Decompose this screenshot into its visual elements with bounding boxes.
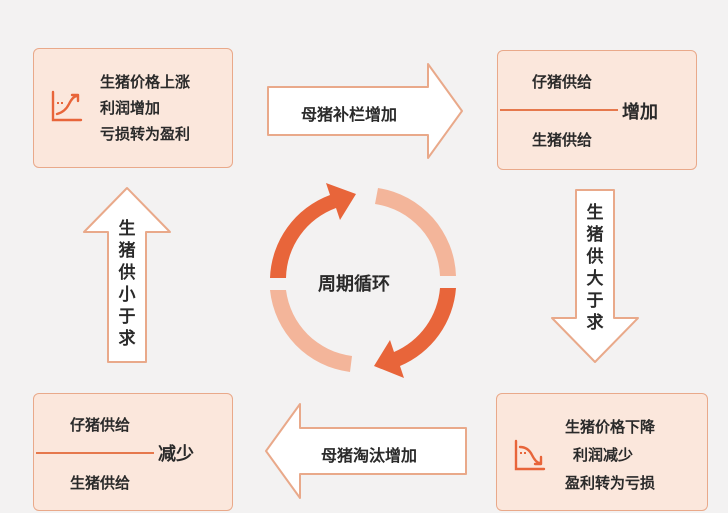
- price-rise-line-1: 生猪价格上涨: [100, 73, 191, 91]
- arrow-left-char: 供: [118, 263, 136, 283]
- price-fall-line-2: 利润减少: [573, 446, 634, 464]
- supply-status: 减少: [158, 444, 194, 465]
- cycle-segment-bottom-left: [270, 290, 352, 372]
- piglet-supply-label: 仔猪供给: [532, 73, 593, 91]
- arrow-top-right: [267, 63, 463, 159]
- arrow-left-char: 求: [118, 329, 136, 349]
- price-fall-line-3: 盈利转为亏损: [565, 474, 656, 492]
- divider-line: [36, 452, 154, 454]
- arrow-top-label: 母猪补栏增加: [301, 105, 398, 124]
- arrow-right-char: 求: [586, 313, 604, 333]
- arrow-bottom-left: [265, 403, 467, 499]
- arrow-right-char: 大: [586, 269, 604, 289]
- arrow-right-down: [551, 189, 639, 363]
- price-rise-line-3: 亏损转为盈利: [100, 125, 191, 143]
- arrow-right-char: 猪: [586, 225, 604, 245]
- price-fall-line-1: 生猪价格下降: [565, 418, 656, 436]
- arrow-right-char: 供: [586, 247, 604, 267]
- cycle-segment-bottom-right: [374, 288, 456, 378]
- cycle-segment-top-right: [375, 188, 456, 276]
- arrow-left-char: 生: [118, 219, 136, 239]
- arrow-left-up: [83, 187, 171, 363]
- price-rise-line-2: 利润增加: [100, 99, 161, 117]
- box-price-rise: 生猪价格上涨 利润增加 亏损转为盈利: [33, 48, 233, 168]
- arrow-right-char: 于: [586, 291, 604, 311]
- hog-supply-label: 生猪供给: [532, 131, 593, 149]
- arrow-left-char: 小: [118, 285, 136, 305]
- cycle-title: 周期循环: [318, 274, 390, 295]
- hog-supply-label: 生猪供给: [70, 474, 131, 492]
- rising-trend-chart-icon: [51, 90, 83, 122]
- arrow-left-char: 猪: [118, 241, 136, 261]
- box-supply-decrease: 仔猪供给 生猪供给 减少: [33, 393, 233, 511]
- cycle-segment-top-left: [270, 183, 356, 278]
- piglet-supply-label: 仔猪供给: [70, 416, 131, 434]
- box-price-fall: 生猪价格下降 利润减少 盈利转为亏损: [496, 393, 708, 511]
- arrow-left-char: 于: [118, 307, 136, 327]
- arrow-right-char: 生: [586, 203, 604, 223]
- box-supply-increase: 仔猪供给 生猪供给 增加: [497, 50, 697, 170]
- divider-line: [500, 109, 618, 111]
- falling-trend-chart-icon: [514, 439, 546, 471]
- supply-status: 增加: [622, 102, 658, 123]
- arrow-bottom-label: 母猪淘汰增加: [321, 446, 418, 465]
